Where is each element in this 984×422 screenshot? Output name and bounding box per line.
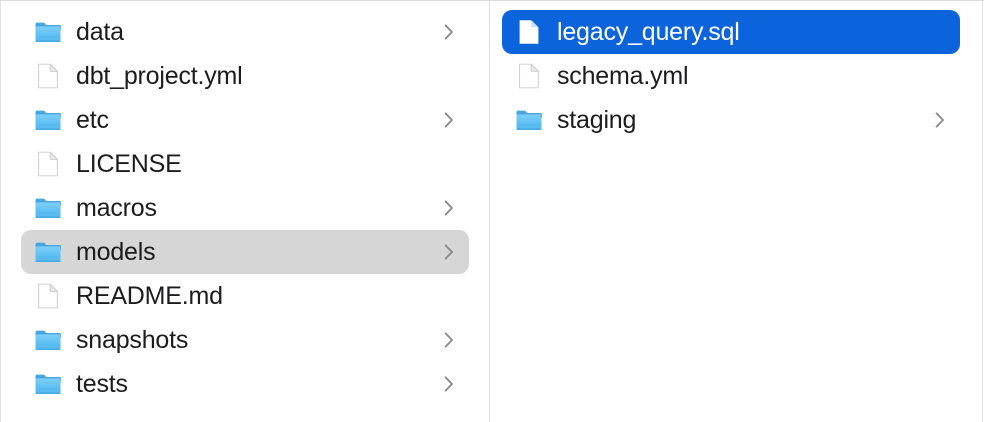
file-name-label: dbt_project.yml [76,62,243,90]
folder-icon [33,105,63,135]
folder-row[interactable]: snapshots [21,318,469,362]
folder-name-label: models [76,238,156,266]
file-row[interactable]: LICENSE [21,142,469,186]
folder-icon [514,105,544,135]
chevron-right-icon [934,111,946,129]
folder-row[interactable]: data [21,10,469,54]
folder-row[interactable]: tests [21,362,469,406]
folder-icon [33,369,63,399]
chevron-right-icon [443,331,455,349]
folder-row[interactable]: macros [21,186,469,230]
file-column-project-root: data dbt_project.yml [0,1,490,422]
file-icon [33,281,63,311]
folder-name-label: macros [76,194,157,222]
folder-name-label: etc [76,106,109,134]
folder-name-label: tests [76,370,128,398]
folder-row[interactable]: staging [502,98,960,142]
chevron-right-icon [443,111,455,129]
folder-icon [33,17,63,47]
chevron-right-icon [443,243,455,261]
file-icon [33,61,63,91]
file-row[interactable]: legacy_query.sql [502,10,960,54]
folder-name-label: snapshots [76,326,189,354]
file-row[interactable]: schema.yml [502,54,960,98]
file-row[interactable]: README.md [21,274,469,318]
file-column-models: legacy_query.sql schema.yml [490,1,983,422]
folder-icon [33,193,63,223]
folder-row[interactable]: etc [21,98,469,142]
file-name-label: schema.yml [557,62,689,90]
file-icon [33,149,63,179]
chevron-right-icon [443,375,455,393]
file-icon [514,61,544,91]
folder-name-label: data [76,18,124,46]
file-name-label: LICENSE [76,150,182,178]
folder-icon [33,237,63,267]
folder-name-label: staging [557,106,637,134]
chevron-right-icon [443,199,455,217]
folder-icon [33,325,63,355]
file-name-label: legacy_query.sql [557,18,740,46]
file-name-label: README.md [76,282,223,310]
file-icon [514,17,544,47]
file-row[interactable]: dbt_project.yml [21,54,469,98]
folder-row[interactable]: models [21,230,469,274]
chevron-right-icon [443,23,455,41]
